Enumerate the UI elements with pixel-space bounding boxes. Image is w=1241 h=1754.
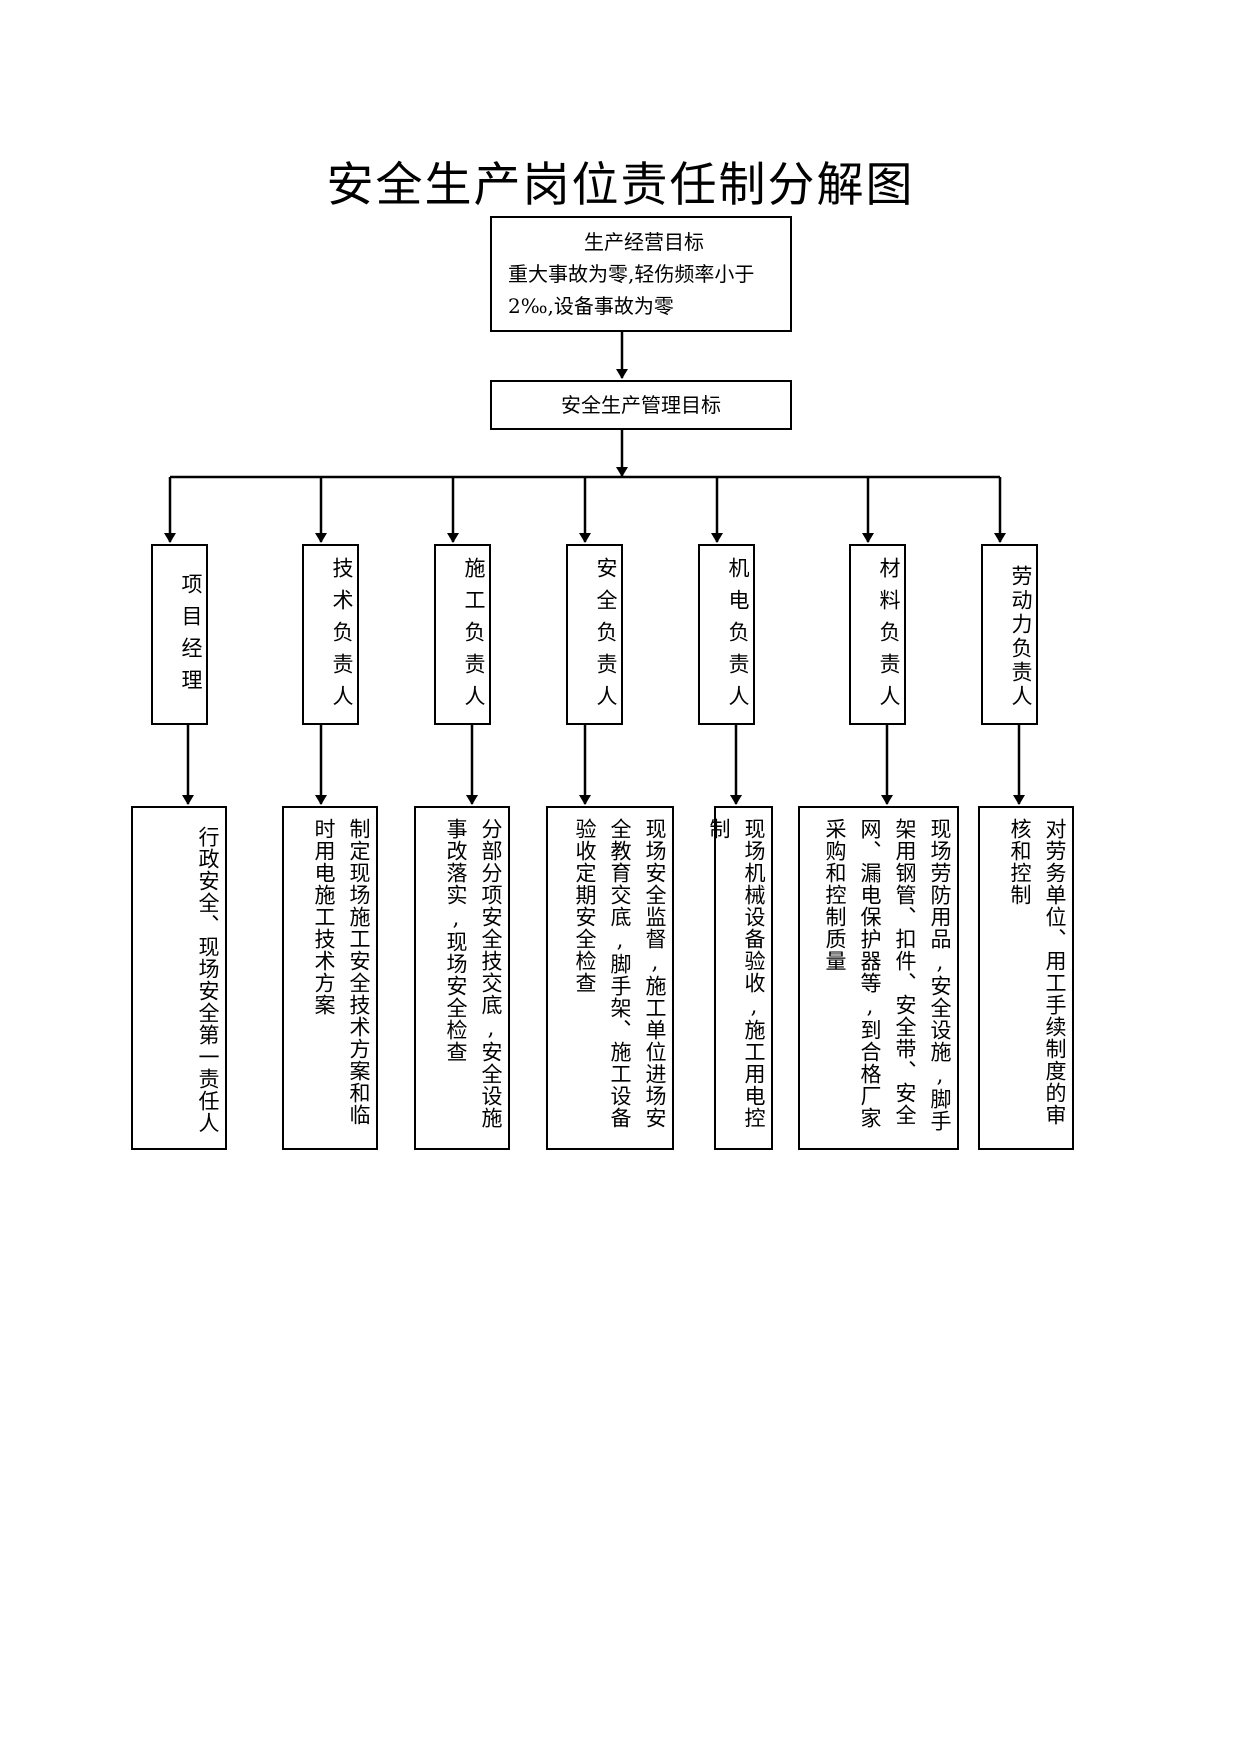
duty-box-safety-lead: 现场安全监督,施工单位进场安全教育交底,脚手架、施工设备验收定期安全检查 [546, 806, 674, 1150]
production-goal-line: 重大事故为零,轻伤频率小于 [508, 262, 755, 286]
safety-management-goal-box: 安全生产管理目标 [490, 380, 792, 430]
role-box-electromechanical-lead: 机电负责人 [698, 544, 755, 725]
role-box-labor-lead: 劳动力负责人 [981, 544, 1038, 725]
duty-text: 现场劳防用品,安全设施,脚手架用钢管、扣件、安全带、安全网、漏电保护器等,到合格… [823, 818, 952, 1132]
duty-text: 现场机械设备验收,施工用电控制 [707, 818, 766, 1129]
role-box-technical-lead: 技术负责人 [302, 544, 359, 725]
role-label: 技术负责人 [330, 556, 354, 717]
role-box-construction-lead: 施工负责人 [434, 544, 491, 725]
duty-text: 分部分项安全技交底,安全设施事改落实,现场安全检查 [444, 818, 503, 1129]
production-goal-box: 生产经营目标 重大事故为零,轻伤频率小于 2‰,设备事故为零 [490, 216, 792, 332]
production-goal-title: 生产经营目标 [584, 230, 704, 254]
role-label: 项目经理 [179, 572, 203, 701]
role-label: 劳动力负责人 [1009, 564, 1033, 709]
role-label: 施工负责人 [462, 556, 486, 717]
role-label: 材料负责人 [877, 556, 901, 717]
duty-text: 对劳务单位、用工手续制度的审核和控制 [1008, 818, 1067, 1126]
duty-text: 现场安全监督,施工单位进场安全教育交底,脚手架、施工设备验收定期安全检查 [573, 818, 667, 1129]
role-label: 安全负责人 [594, 556, 618, 717]
duty-box-project-manager: 行政安全、现场安全第一责任人 [131, 806, 227, 1150]
duty-box-electromechanical-lead: 现场机械设备验收,施工用电控制 [707, 806, 773, 1150]
role-box-safety-lead: 安全负责人 [566, 544, 623, 725]
duty-text: 制定现场施工安全技术方案和临时用电施工技术方案 [312, 818, 371, 1126]
role-label: 机电负责人 [726, 556, 750, 717]
role-box-materials-lead: 材料负责人 [849, 544, 906, 725]
duty-box-materials-lead: 现场劳防用品,安全设施,脚手架用钢管、扣件、安全带、安全网、漏电保护器等,到合格… [798, 806, 959, 1150]
role-box-project-manager: 项目经理 [151, 544, 208, 725]
production-goal-line: 2‰,设备事故为零 [508, 294, 674, 318]
page-title: 安全生产岗位责任制分解图 [326, 158, 915, 213]
duty-box-technical-lead: 制定现场施工安全技术方案和临时用电施工技术方案 [282, 806, 378, 1150]
duty-box-labor-lead: 对劳务单位、用工手续制度的审核和控制 [978, 806, 1074, 1150]
duty-text: 行政安全、现场安全第一责任人 [196, 826, 220, 1134]
duty-box-construction-lead: 分部分项安全技交底,安全设施事改落实,现场安全检查 [414, 806, 510, 1150]
